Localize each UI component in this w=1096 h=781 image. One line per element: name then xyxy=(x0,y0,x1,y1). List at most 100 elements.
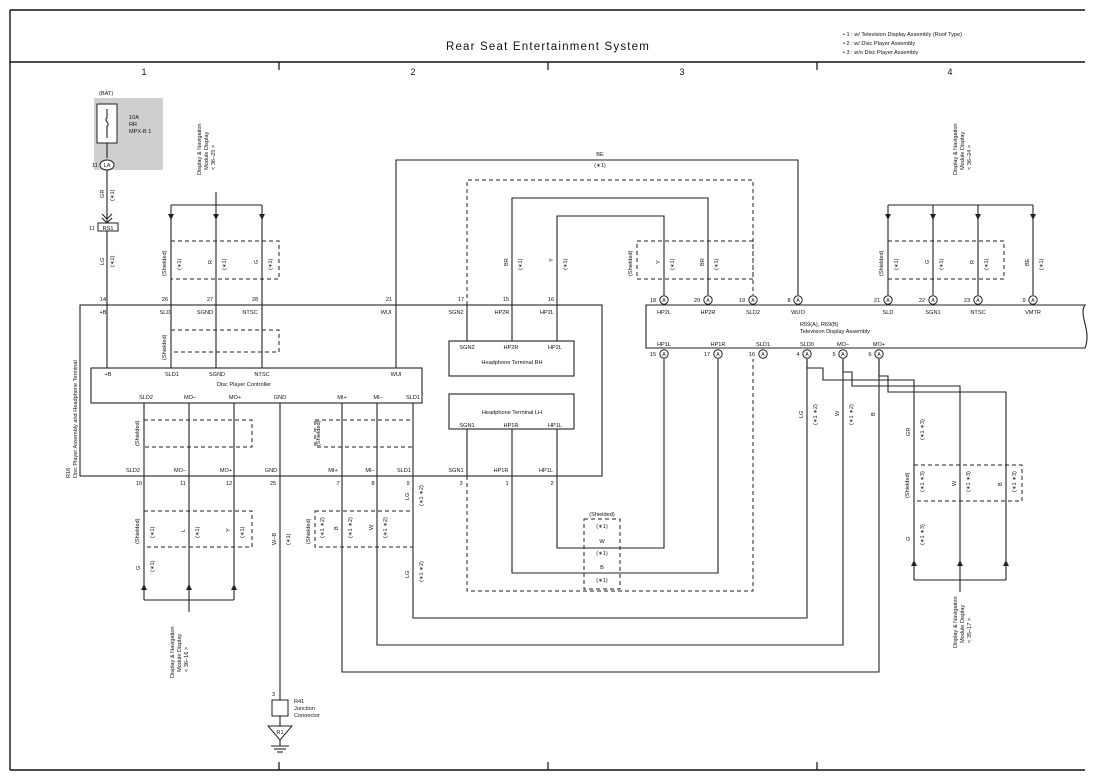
svg-text:(Shielded): (Shielded) xyxy=(589,512,615,518)
svg-text:MO–: MO– xyxy=(184,395,197,401)
svg-text:SGND: SGND xyxy=(209,372,225,378)
svg-text:Display & Navigation: Display & Navigation xyxy=(170,626,176,678)
headphone-terminal-lh: Headphone Terminal LH SGN1 HP1R HP1L xyxy=(448,393,575,430)
svg-text:W: W xyxy=(599,539,605,545)
display-module-bottom-right: GR (∗1 ∗3) (Shielded) (∗1 ∗3) W (∗1 ∗3) … xyxy=(806,359,1023,648)
svg-text:(∗1): (∗1) xyxy=(939,258,945,270)
svg-text:(Shielded): (Shielded) xyxy=(879,250,885,276)
svg-text:< 36–24 >: < 36–24 > xyxy=(967,145,973,170)
svg-text:HP1L: HP1L xyxy=(539,468,553,474)
column-number: 2 xyxy=(410,67,415,77)
svg-text:6: 6 xyxy=(868,352,871,358)
svg-text:20: 20 xyxy=(694,298,700,304)
svg-text:G: G xyxy=(925,260,931,264)
svg-text:Display & Navigation: Display & Navigation xyxy=(953,123,959,175)
svg-text:(Shielded): (Shielded) xyxy=(905,472,911,498)
svg-text:(∗1 ∗2): (∗1 ∗2) xyxy=(849,404,855,425)
svg-text:R41: R41 xyxy=(294,699,304,705)
svg-text:(∗1): (∗1) xyxy=(150,560,156,572)
svg-text:(∗1 ∗2): (∗1 ∗2) xyxy=(348,517,354,538)
svg-text:SGN1: SGN1 xyxy=(925,310,940,316)
svg-text:27: 27 xyxy=(207,297,213,303)
junction-rs1-name: RS1 xyxy=(103,226,114,232)
svg-text:MO+: MO+ xyxy=(873,342,885,348)
svg-text:Junction: Junction xyxy=(294,706,315,712)
svg-text:W–B: W–B xyxy=(272,533,278,545)
svg-text:SGN2: SGN2 xyxy=(459,345,474,351)
svg-text:25: 25 xyxy=(270,481,276,487)
svg-text:(∗1): (∗1) xyxy=(596,551,608,557)
display-module-top-left: Display & Navigation Module Display < 36… xyxy=(162,123,280,305)
svg-text:SLD0: SLD0 xyxy=(800,342,814,348)
svg-text:WUI: WUI xyxy=(391,372,402,378)
svg-text:SLD2: SLD2 xyxy=(126,468,140,474)
svg-text:W: W xyxy=(835,410,841,416)
svg-text:B: B xyxy=(871,412,877,416)
display-module-top-right: Display & Navigation Module Display < 36… xyxy=(879,123,1045,295)
svg-text:8: 8 xyxy=(787,298,790,304)
svg-text:L: L xyxy=(181,529,187,532)
svg-text:HP2R: HP2R xyxy=(701,310,716,316)
svg-text:1: 1 xyxy=(505,481,508,487)
svg-text:21: 21 xyxy=(874,298,880,304)
svg-text:10: 10 xyxy=(136,481,142,487)
svg-text:G: G xyxy=(136,566,142,570)
svg-text:4: 4 xyxy=(796,352,799,358)
note-1: • 1 : w/ Television Display Assembly (Ro… xyxy=(843,32,962,38)
svg-text:LG: LG xyxy=(405,571,411,578)
svg-text:LG: LG xyxy=(799,411,805,418)
svg-text:MO–: MO– xyxy=(837,342,850,348)
display-module-bottom-left: (Shielded) (∗1) L (∗1) Y (∗1) G (∗1) Dis… xyxy=(135,476,253,678)
svg-text:9: 9 xyxy=(1022,298,1025,304)
svg-text:< 36–25 >: < 36–25 > xyxy=(211,145,217,170)
svg-text:G: G xyxy=(906,537,912,541)
svg-text:(∗1): (∗1) xyxy=(222,258,228,270)
svg-text:(Shielded): (Shielded) xyxy=(306,518,312,544)
svg-text:(∗1 ∗3): (∗1 ∗3) xyxy=(1012,471,1018,492)
svg-text:HP2L: HP2L xyxy=(548,345,562,351)
svg-text:11: 11 xyxy=(180,481,186,487)
svg-text:G: G xyxy=(254,260,260,264)
svg-text:< 36–16 >: < 36–16 > xyxy=(184,647,190,672)
svg-text:Headphone Terminal RH: Headphone Terminal RH xyxy=(481,360,542,366)
svg-text:22: 22 xyxy=(919,298,925,304)
svg-text:HP2R: HP2R xyxy=(495,310,510,316)
svg-text:Display & Navigation: Display & Navigation xyxy=(197,123,203,175)
svg-text:W: W xyxy=(952,480,958,486)
svg-text:Headphone Terminal LH: Headphone Terminal LH xyxy=(482,410,542,416)
fuse-connector: LA xyxy=(104,163,111,169)
svg-text:SLD2: SLD2 xyxy=(139,395,153,401)
svg-text:18: 18 xyxy=(650,298,656,304)
svg-text:SLD1: SLD1 xyxy=(406,395,420,401)
svg-text:Module Display: Module Display xyxy=(960,132,966,170)
svg-text:NTSC: NTSC xyxy=(242,310,257,316)
svg-text:28: 28 xyxy=(252,297,258,303)
svg-text:(∗1 ∗2): (∗1 ∗2) xyxy=(419,485,425,506)
svg-text:12: 12 xyxy=(226,481,232,487)
svg-text:Y: Y xyxy=(226,528,232,532)
svg-text:SGND: SGND xyxy=(197,310,213,316)
svg-text:Module Display: Module Display xyxy=(204,132,210,170)
svg-text:LG: LG xyxy=(405,493,411,500)
svg-text:GND: GND xyxy=(265,468,277,474)
tv-name: Television Display Assembly xyxy=(800,329,870,335)
svg-text:(∗1): (∗1) xyxy=(984,258,990,270)
svg-text:SGN2: SGN2 xyxy=(448,310,463,316)
svg-text:< 35–17 >: < 35–17 > xyxy=(967,618,973,643)
svg-text:+B: +B xyxy=(100,310,107,316)
wire-note-label: (∗1) xyxy=(110,255,116,267)
svg-text:(Shielded): (Shielded) xyxy=(162,250,168,276)
svg-text:(∗1): (∗1) xyxy=(596,524,608,530)
junction-rs1-pin: 11 xyxy=(89,226,95,232)
svg-text:R1: R1 xyxy=(276,730,283,736)
headphone-terminal-rh: SGN2 HP2R HP2L Headphone Terminal RH xyxy=(448,340,575,377)
fuse-rating: 10A xyxy=(129,115,139,121)
svg-text:16: 16 xyxy=(548,297,554,303)
svg-text:HP1L: HP1L xyxy=(657,342,671,348)
svg-text:SLD2: SLD2 xyxy=(746,310,760,316)
r16-name: Disc Player Assembly and Headphone Termi… xyxy=(73,360,79,478)
svg-text:Module Display: Module Display xyxy=(177,634,183,672)
tv-label: R59(A), R69(B) xyxy=(800,322,839,328)
svg-text:R: R xyxy=(970,260,976,264)
svg-text:MI–: MI– xyxy=(365,468,375,474)
